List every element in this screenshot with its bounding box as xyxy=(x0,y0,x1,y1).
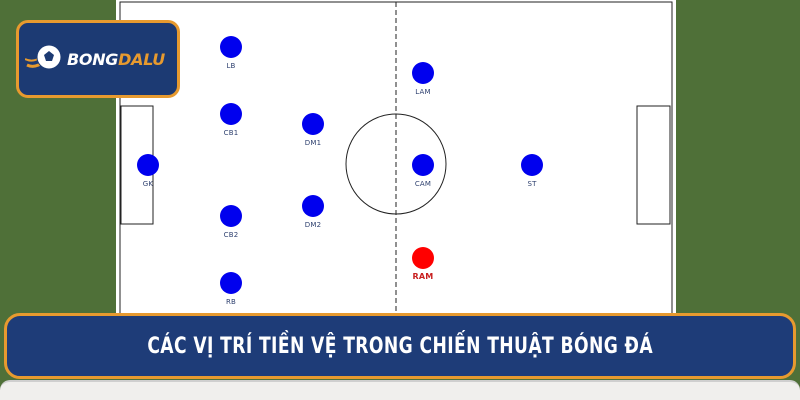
banner-title: CÁC VỊ TRÍ TIỀN VỆ TRONG CHIẾN THUẬT BÓN… xyxy=(147,333,653,359)
center-circle xyxy=(345,113,447,215)
player-marker-gk xyxy=(137,154,159,176)
player-marker-cam xyxy=(412,154,434,176)
player-marker-ram xyxy=(412,247,434,269)
player-label-cb2: CB2 xyxy=(223,231,239,239)
player-marker-rb xyxy=(220,272,242,294)
player-label-lam: LAM xyxy=(415,88,431,96)
player-label-st: ST xyxy=(527,180,537,188)
right-penalty-box xyxy=(636,105,671,225)
player-label-rb: RB xyxy=(225,298,237,306)
title-banner: CÁC VỊ TRÍ TIỀN VỆ TRONG CHIẾN THUẬT BÓN… xyxy=(4,313,796,379)
player-label-dm1: DM1 xyxy=(304,139,322,147)
logo-text-bong: BONG xyxy=(67,49,119,69)
player-label-lb: LB xyxy=(226,62,236,70)
player-label-dm2: DM2 xyxy=(304,221,322,229)
player-label-gk: GK xyxy=(142,180,154,188)
player-marker-cb2 xyxy=(220,205,242,227)
player-marker-st xyxy=(521,154,543,176)
player-label-cam: CAM xyxy=(414,180,432,188)
bongdalu-logo[interactable]: BONGDALU xyxy=(16,20,180,98)
logo-text-dalu: DALU xyxy=(118,49,165,69)
player-marker-cb1 xyxy=(220,103,242,125)
logo-wordmark: BONGDALU xyxy=(67,50,165,69)
bottom-strip xyxy=(0,380,800,400)
soccer-ball-icon xyxy=(24,39,65,79)
player-marker-lam xyxy=(412,62,434,84)
player-label-cb1: CB1 xyxy=(223,129,239,137)
player-marker-dm2 xyxy=(302,195,324,217)
player-marker-lb xyxy=(220,36,242,58)
player-marker-dm1 xyxy=(302,113,324,135)
player-label-ram: RAM xyxy=(412,272,434,281)
